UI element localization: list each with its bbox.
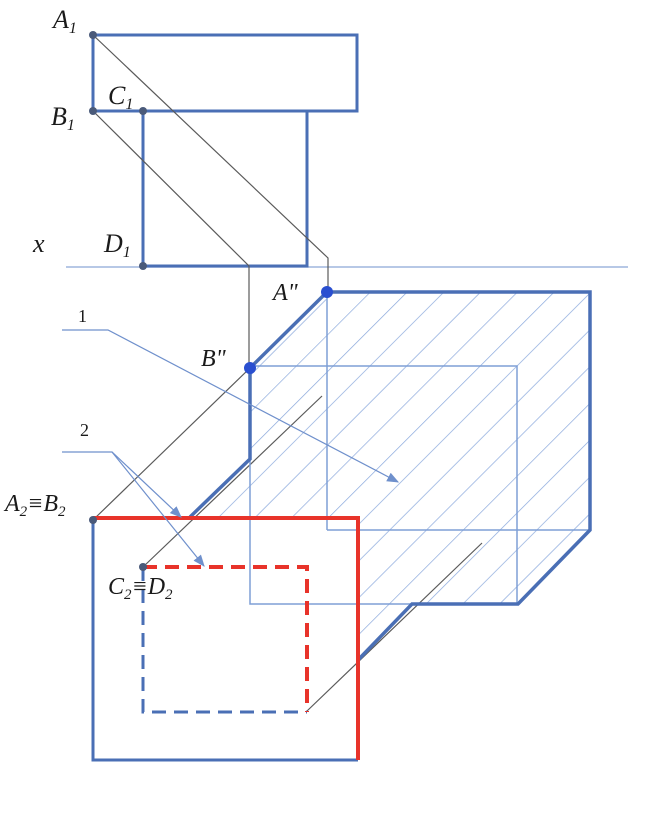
section-outline-left: [188, 290, 329, 519]
callouts: [62, 329, 400, 567]
points: [89, 31, 333, 571]
point-b-double-prime: [244, 362, 256, 374]
point-c2d2: [139, 563, 147, 571]
label-d1: D1: [103, 229, 131, 261]
section-view: [188, 290, 592, 662]
callout-1-number: 1: [78, 306, 87, 326]
label-a-double-prime: A": [271, 280, 299, 306]
point-a2b2: [89, 516, 97, 524]
inner-square-dashed-red: [143, 565, 309, 712]
construction-line-a2b2: [92, 367, 251, 521]
label-a1: A1: [51, 5, 77, 37]
point-a-double-prime: [321, 286, 333, 298]
label-b-double-prime: B": [201, 346, 227, 372]
callout-2-number: 2: [80, 420, 89, 440]
point-b1: [89, 107, 97, 115]
point-a1: [89, 31, 97, 39]
label-x-axis: x: [32, 229, 45, 258]
point-c1: [139, 107, 147, 115]
construction-line-a1: [92, 34, 329, 292]
front-view: [91, 33, 359, 268]
callout-1-leader: [62, 329, 400, 483]
label-c2d2: C2≡D2: [108, 574, 173, 603]
label-a2b2: A2≡B2: [3, 491, 66, 520]
section-inner-square: [249, 365, 518, 605]
inner-square-dashed-blue: [141, 567, 307, 714]
outer-square-blue: [91, 520, 358, 762]
label-b1: B1: [51, 102, 75, 134]
construction-line-b1: [92, 110, 250, 368]
callout-2-leader-b: [111, 451, 205, 567]
label-c1: C1: [108, 81, 133, 113]
outer-square-red: [93, 516, 360, 760]
horizontal-projection: [91, 516, 360, 762]
section-outline: [327, 290, 592, 662]
point-d1: [139, 262, 147, 270]
callout-2-leader-a: [62, 451, 182, 518]
